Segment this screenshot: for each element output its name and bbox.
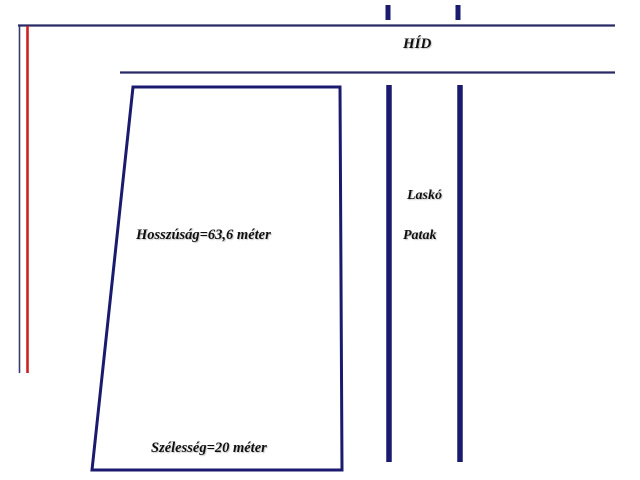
stream-name-label-line2: Patak xyxy=(403,228,437,243)
parcel-length-label: Hosszúság=63,6 méter xyxy=(136,227,271,243)
bridge-label: HÍD xyxy=(403,36,432,52)
parcel-width-label: Szélesség=20 méter xyxy=(151,440,267,456)
stream-name-label-line1: Laskó xyxy=(407,188,442,203)
land-parcel-outline xyxy=(90,85,344,472)
